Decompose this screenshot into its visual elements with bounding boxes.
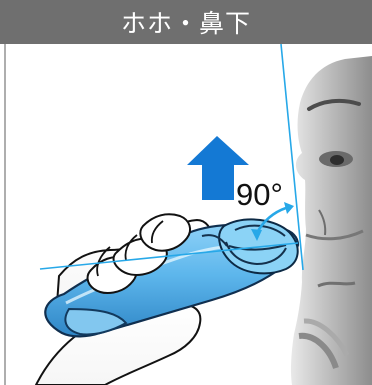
up-arrow-icon <box>187 136 249 200</box>
angle-guide-lines <box>4 44 304 385</box>
section-title: ホホ・鼻下 <box>0 0 372 44</box>
face-image <box>290 56 372 385</box>
curved-angle-arrow-icon <box>251 202 294 241</box>
shaver-hand-illustration <box>34 213 300 385</box>
section-title-text: ホホ・鼻下 <box>120 9 251 38</box>
angle-label: 90° <box>236 177 283 212</box>
shaving-illustration: 90° <box>4 44 372 385</box>
